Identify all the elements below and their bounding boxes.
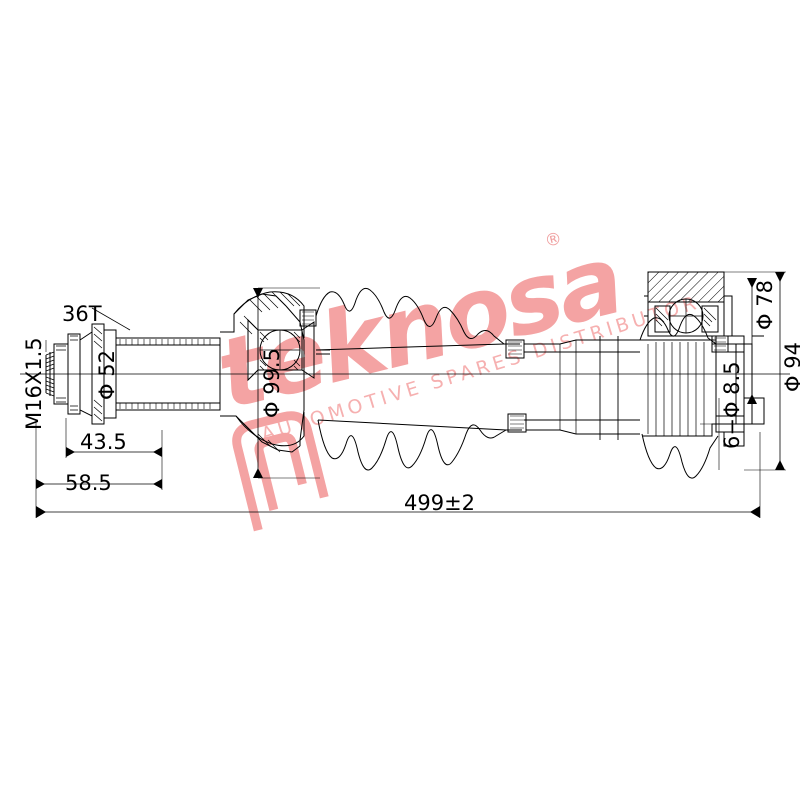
dimension-label-dia_52: Φ 52 — [95, 350, 119, 400]
dimension-label-holes_6: 6−Φ 8.5 — [720, 361, 744, 449]
dimension-label-dia_94: Φ 94 — [781, 342, 800, 392]
dimension-label-total_len: 499±2 — [404, 491, 476, 515]
dimension-label-spline_teeth: 36T — [62, 302, 102, 326]
dimension-label-dia_99_5: Φ 99.5 — [260, 348, 284, 418]
dimension-label-len_58_5: 58.5 — [65, 471, 112, 495]
dimension-label-thread: M16X1.5 — [22, 337, 46, 430]
dimension-label-dia_78: Φ 78 — [753, 280, 777, 330]
dimension-label-len_43_5: 43.5 — [80, 430, 127, 454]
